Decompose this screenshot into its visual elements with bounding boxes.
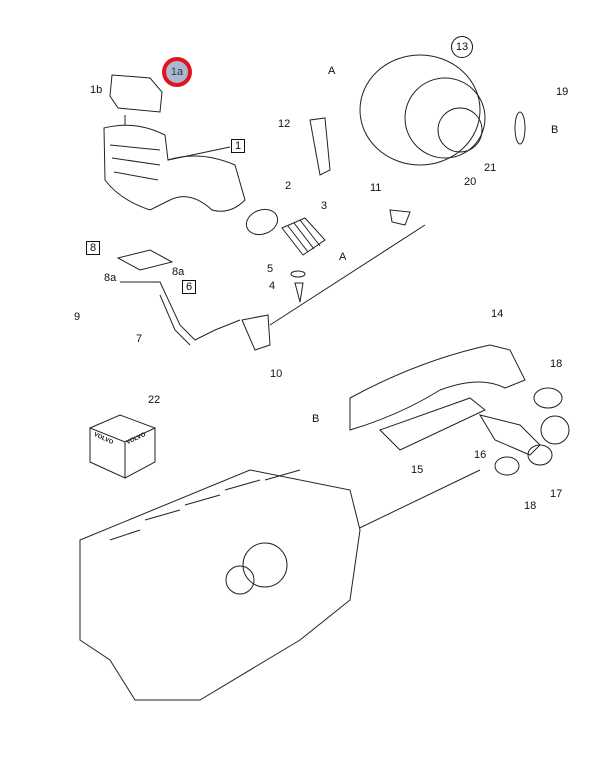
part-label-15[interactable]: 15	[411, 464, 424, 476]
part-label-10[interactable]: 10	[270, 368, 283, 380]
part-label-21[interactable]: 21	[484, 162, 497, 174]
part-label-1b[interactable]: 1b	[90, 84, 103, 96]
part-label-8[interactable]: 8	[86, 241, 101, 255]
part-2-shape	[245, 208, 279, 236]
part-11-shape	[389, 209, 411, 226]
part-14-shape	[349, 344, 526, 431]
part-label-8a-right[interactable]: 8a	[172, 266, 185, 278]
marker-a-upper: A	[328, 65, 336, 77]
part-17-upper-shape	[540, 415, 570, 445]
part-1a-shape	[109, 74, 163, 113]
part-label-1[interactable]: 1	[231, 139, 246, 153]
part-15-shape	[379, 397, 486, 451]
part-label-17[interactable]: 17	[550, 488, 563, 500]
part-label-9[interactable]: 9	[74, 311, 81, 323]
part-4-shape	[294, 282, 304, 303]
part-8-shape	[116, 249, 174, 271]
part-10-shape	[241, 314, 271, 351]
part-5-shape	[290, 270, 306, 278]
part-label-22[interactable]: 22	[148, 394, 161, 406]
marker-b-upper: B	[551, 124, 559, 136]
part-label-2[interactable]: 2	[285, 180, 292, 192]
part-13-shape	[359, 54, 481, 166]
part-label-1a-highlighted[interactable]: 1a	[162, 57, 192, 87]
part-label-11[interactable]: 11	[370, 182, 382, 194]
part-label-7[interactable]: 7	[136, 333, 143, 345]
part-label-12[interactable]: 12	[278, 118, 291, 130]
part-3-shape	[281, 217, 326, 256]
part-22-shape	[88, 414, 157, 479]
marker-a-lower: A	[339, 251, 347, 263]
part-label-8a-left[interactable]: 8a	[104, 272, 117, 284]
part-1-shape	[103, 124, 246, 212]
part-6-shape	[120, 281, 241, 346]
part-label-4[interactable]: 4	[269, 280, 276, 292]
part-17-shape	[527, 444, 553, 466]
part-label-19[interactable]: 19	[556, 86, 569, 98]
part-label-14[interactable]: 14	[491, 308, 504, 320]
part-16-shape	[478, 414, 541, 456]
part-label-18-top[interactable]: 18	[550, 358, 563, 370]
part-19-shape	[514, 111, 526, 145]
part-label-18-bottom[interactable]: 18	[524, 500, 537, 512]
part-label-3[interactable]: 3	[321, 200, 328, 212]
part-12-shape	[309, 117, 331, 176]
part-label-20[interactable]: 20	[464, 176, 477, 188]
part-label-6[interactable]: 6	[182, 280, 197, 294]
part-label-13[interactable]: 13	[451, 36, 473, 58]
part-18-top-shape	[533, 387, 563, 409]
part-18-bottom-shape	[494, 456, 520, 476]
part-label-16[interactable]: 16	[474, 449, 487, 461]
engine-block	[79, 469, 361, 701]
part-label-5[interactable]: 5	[267, 263, 274, 275]
marker-b-lower: B	[312, 413, 320, 425]
